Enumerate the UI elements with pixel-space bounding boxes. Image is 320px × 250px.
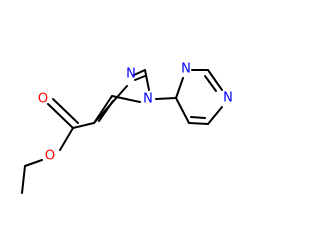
bond-pyr-c4-n3 — [175, 77, 184, 99]
atom-ester-o-label: O — [45, 149, 55, 164]
bond-n1-pyrimidine — [155, 97, 177, 100]
atom-n3-label: N — [126, 67, 136, 82]
bond-pyr-c2-n1 — [207, 69, 223, 91]
bond-pyr-n1-c6 — [207, 106, 223, 125]
bond-oester-ch2 — [24, 159, 43, 167]
bond-carbonyl-2 — [52, 98, 79, 124]
bond-c2-n1 — [144, 69, 150, 91]
bond-pyr-c6-c5 — [188, 122, 209, 125]
structure-canvas: N N N N O O — [21, 62, 233, 194]
atom-n1-label: N — [143, 92, 153, 107]
bond-n3-c2 — [133, 69, 146, 76]
bond-ch2-ch3 — [21, 165, 26, 194]
bond-pyr-c2-n1-inner — [204, 75, 217, 92]
atom-labels: N N N N O O — [38, 62, 233, 164]
bonds — [21, 69, 223, 194]
atom-pyrimidine-n-top-label: N — [181, 62, 191, 77]
bond-pyr-c6-c5-inner — [190, 116, 206, 119]
bond-n3-c2-inner — [134, 75, 146, 81]
bond-c4-n3 — [93, 85, 128, 124]
atom-pyrimidine-n-right-label: N — [223, 91, 233, 106]
bond-carbonyl-1 — [47, 103, 74, 129]
bond-n1-c5 — [111, 95, 141, 103]
molecule-drawing: N N N N O O — [21, 62, 233, 194]
bond-carboxyl-oester — [59, 127, 74, 151]
bond-pyr-c5-c4 — [175, 97, 190, 124]
bond-c4-carboxyl — [72, 122, 95, 129]
atom-carbonyl-o-label: O — [38, 92, 48, 107]
